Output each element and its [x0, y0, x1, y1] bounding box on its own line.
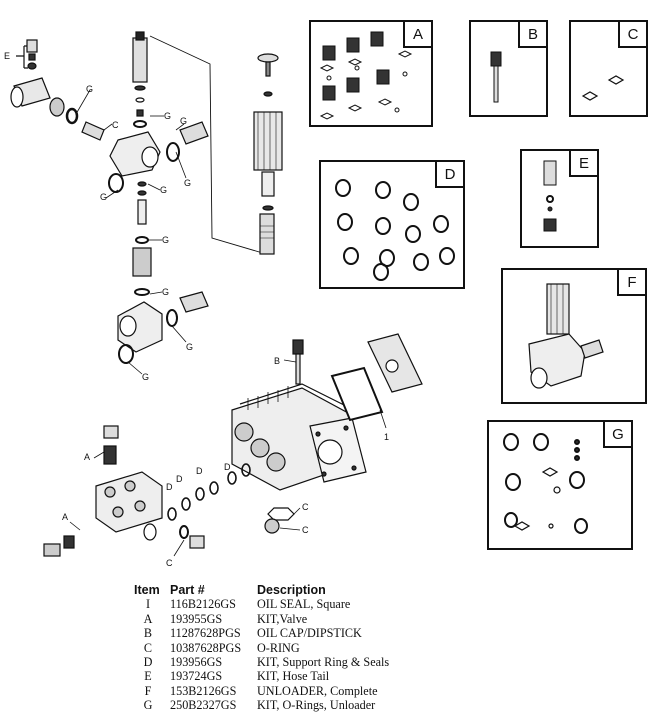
cell-description: OIL SEAL, Square — [257, 597, 351, 612]
kit-box-a: A — [309, 20, 433, 127]
cell-part: 193956GS — [170, 655, 223, 670]
cell-item: A — [143, 611, 153, 626]
kit-box-g: G — [487, 420, 633, 550]
svg-text:G: G — [184, 178, 191, 188]
svg-text:1: 1 — [384, 432, 389, 442]
unloader-lower-body — [117, 301, 163, 353]
svg-text:G: G — [142, 372, 149, 382]
outlet-fitting — [179, 121, 209, 145]
pump-assembly — [231, 333, 423, 491]
cell-item: B — [143, 626, 153, 641]
cell-item: I — [145, 597, 151, 612]
svg-text:G: G — [86, 84, 93, 94]
table-row: F 153B2126GS UNLOADER, Complete — [134, 684, 389, 698]
hose-tail-fitting — [26, 39, 38, 53]
cell-description: O-RING — [257, 640, 300, 655]
svg-text:D: D — [166, 482, 173, 492]
unloader-cartridge — [253, 53, 283, 255]
svg-text:C: C — [302, 525, 309, 535]
cell-part: 153B2126GS — [170, 683, 237, 698]
svg-text:D: D — [176, 474, 183, 484]
cell-part: 193724GS — [170, 669, 223, 684]
cell-item: E — [144, 669, 152, 684]
unloader-piston — [132, 247, 152, 277]
svg-text:G: G — [162, 287, 169, 297]
kit-box-c: C — [569, 20, 648, 117]
table-row: A 193955GS KIT,Valve — [134, 612, 389, 626]
kit-letter-f: F — [617, 270, 645, 296]
cell-item: C — [143, 640, 153, 655]
kit-letter-b: B — [518, 22, 546, 48]
svg-text:E: E — [4, 51, 10, 61]
kit-box-e: E — [520, 149, 599, 248]
svg-text:G: G — [180, 116, 187, 126]
table-row: B 11287628PGS OIL CAP/DIPSTICK — [134, 626, 389, 640]
support-ring-seals — [167, 463, 251, 521]
cell-item: F — [144, 683, 152, 698]
table-row: C 10387628PGS O-RING — [134, 641, 389, 655]
cell-description: KIT, Support Ring & Seals — [257, 655, 390, 670]
oil-seal-gasket — [330, 366, 384, 422]
cell-item: D — [143, 655, 153, 670]
table-row: I 116B2126GS OIL SEAL, Square — [134, 597, 389, 611]
valve-manifold — [43, 425, 163, 557]
o-ring — [65, 107, 79, 125]
cell-part: 11287628PGS — [170, 626, 241, 641]
svg-text:D: D — [224, 462, 231, 472]
svg-text:C: C — [112, 120, 119, 130]
svg-text:G: G — [164, 111, 171, 121]
svg-text:C: C — [166, 558, 173, 568]
nut — [49, 97, 65, 117]
svg-text:C: C — [302, 502, 309, 512]
svg-text:A: A — [84, 452, 90, 462]
cell-part: 250B2327GS — [170, 698, 237, 713]
header-item: Item — [134, 583, 160, 597]
svg-text:G: G — [160, 185, 167, 195]
unloader-exploded-group — [10, 31, 209, 364]
svg-text:A: A — [62, 512, 68, 522]
header-part: Part # — [170, 583, 205, 597]
kit-box-d: D — [319, 160, 465, 289]
kit-box-f: F — [501, 268, 647, 404]
cell-item: G — [143, 698, 153, 713]
cell-description: KIT, Hose Tail — [257, 669, 330, 684]
svg-text:B: B — [274, 356, 280, 366]
cell-description: KIT, O-Rings, Unloader — [257, 698, 376, 713]
svg-text:G: G — [186, 342, 193, 352]
cell-part: 116B2126GS — [170, 597, 236, 612]
cell-description: UNLOADER, Complete — [257, 683, 378, 698]
kit-letter-c: C — [618, 22, 646, 48]
cell-description: OIL CAP/DIPSTICK — [257, 626, 362, 641]
unloader-spring — [132, 37, 148, 83]
table-row: G 250B2327GS KIT, O-Rings, Unloader — [134, 698, 389, 712]
cell-part: 193955GS — [170, 611, 223, 626]
cell-description: KIT,Valve — [257, 611, 308, 626]
kit-letter-g: G — [603, 422, 631, 448]
kit-letter-d: D — [435, 162, 463, 188]
svg-text:D: D — [196, 466, 203, 476]
parts-table: Item Part # Description I 116B2126GS OIL S… — [134, 583, 389, 713]
table-row: E 193724GS KIT, Hose Tail — [134, 669, 389, 683]
svg-text:G: G — [162, 235, 169, 245]
oil-dipstick — [292, 339, 304, 355]
parts-table-header: Item Part # Description — [134, 583, 389, 597]
header-description: Description — [257, 583, 326, 597]
check-valve — [81, 121, 105, 141]
kit-letter-e: E — [569, 151, 597, 177]
table-row: D 193956GS KIT, Support Ring & Seals — [134, 655, 390, 670]
kit-box-b: B — [469, 20, 548, 117]
svg-text:G: G — [100, 192, 107, 202]
exploded-view-drawing: GCG GGG GGG GG E — [4, 31, 423, 568]
cell-part: 10387628PGS — [170, 640, 242, 655]
kit-letter-a: A — [403, 22, 431, 48]
